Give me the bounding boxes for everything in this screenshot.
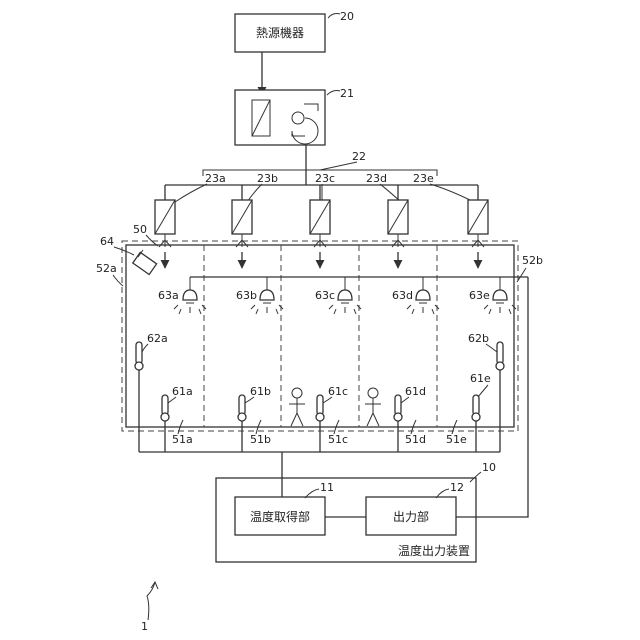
- light-label: 63e: [469, 289, 490, 302]
- light-row: [174, 277, 516, 314]
- output-ref: 12: [450, 481, 464, 494]
- wall-sensor-label: 62b: [468, 332, 489, 345]
- heat-source-label: 熱源機器: [256, 25, 304, 40]
- thermometer-icon: [394, 395, 402, 421]
- floor-sensor-label: 61e: [470, 372, 491, 385]
- thermometer-icon: [238, 395, 246, 421]
- light-label: 63a: [158, 289, 179, 302]
- damper-label: 23a: [205, 172, 226, 185]
- acquisition-ref: 11: [320, 481, 334, 494]
- device-label: 温度出力装置: [398, 543, 470, 558]
- thermometer-icon: [472, 395, 480, 421]
- zone-label: 51e: [446, 433, 467, 446]
- wall-sensor-label: 62a: [147, 332, 168, 345]
- camera-ref: 64: [100, 235, 114, 248]
- damper-label: 23b: [257, 172, 278, 185]
- light-labels: 63a 63b 63c 63d 63e: [158, 289, 490, 302]
- damper-label: 23e: [413, 172, 434, 185]
- floor-sensor-label: 61c: [328, 385, 348, 398]
- space-left-ref: 52a: [96, 262, 117, 275]
- temperature-output-device: 温度出力装置 10 温度取得部 11 出力部 12: [216, 461, 496, 562]
- thermometer-icon: [316, 395, 324, 421]
- zone-label: 51a: [172, 433, 193, 446]
- outlet-ref: 50: [133, 223, 147, 236]
- damper-row: [155, 200, 488, 247]
- system-ref: 1: [141, 620, 148, 633]
- zone-label: 51c: [328, 433, 348, 446]
- damper-icon: [310, 200, 330, 247]
- system-ref-arrowhead: [151, 582, 158, 589]
- air-handler-ref: 21: [340, 87, 354, 100]
- person-icon: [365, 388, 381, 426]
- thermometer-icon: [161, 395, 169, 421]
- light-label: 63d: [392, 289, 413, 302]
- damper-icon: [232, 200, 252, 247]
- damper-icon: [468, 200, 488, 247]
- output-label: 出力部: [393, 509, 429, 524]
- person-icon: [289, 388, 305, 426]
- damper-icon: [388, 200, 408, 247]
- light-icon: [174, 277, 206, 314]
- thermometer-icon: [135, 342, 143, 370]
- floor-sensor-label: 61a: [172, 385, 193, 398]
- airflow-arrows: [165, 252, 478, 268]
- heat-source-ref: 20: [340, 10, 354, 23]
- duct-ref: 22: [352, 150, 366, 163]
- zone-label: 51b: [250, 433, 271, 446]
- device-ref: 10: [482, 461, 496, 474]
- light-label: 63c: [315, 289, 335, 302]
- damper-labels: 23a 23b 23c 23d 23e: [175, 172, 474, 202]
- air-handler-unit: 21: [235, 87, 354, 145]
- light-label: 63b: [236, 289, 257, 302]
- acquisition-label: 温度取得部: [250, 509, 310, 524]
- zone-label: 51d: [405, 433, 426, 446]
- thermometer-icon: [496, 342, 504, 370]
- floor-sensor-label: 61b: [250, 385, 271, 398]
- floor-sensor-label: 61d: [405, 385, 426, 398]
- heat-source-unit: 熱源機器 20: [235, 10, 354, 52]
- space-right-ref: 52b: [522, 254, 543, 267]
- damper-label: 23d: [366, 172, 387, 185]
- damper-label: 23c: [315, 172, 335, 185]
- output-line: [456, 277, 528, 517]
- floor-sensor-row: [161, 395, 480, 421]
- floor-sensor-labels: 61a 61b 61c 61d 61e: [168, 372, 491, 403]
- camera-icon: [133, 250, 157, 274]
- damper-icon: [155, 200, 175, 247]
